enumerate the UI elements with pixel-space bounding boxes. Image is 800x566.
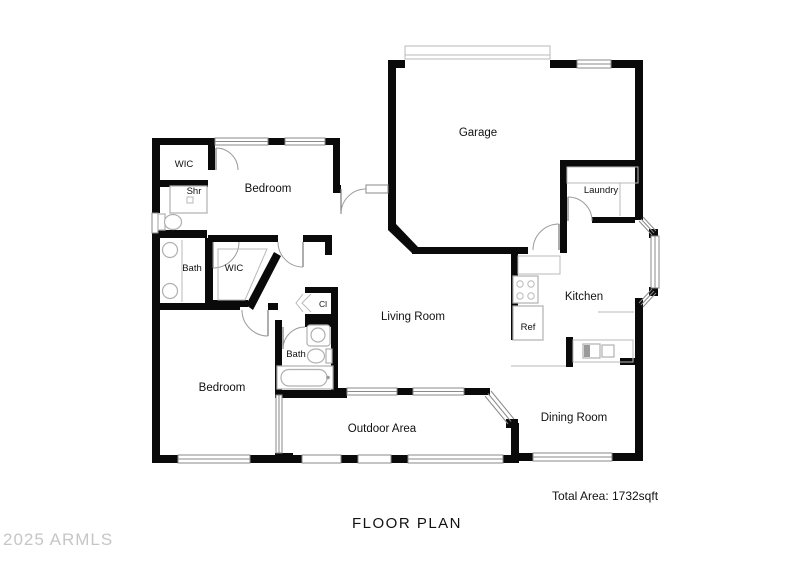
room-label-garage: Garage: [459, 127, 497, 139]
room-label-bath-main: Bath: [182, 263, 202, 274]
walls: [152, 60, 658, 463]
bath-hall-door: [282, 326, 306, 350]
bedroom-top-door: [277, 241, 304, 268]
entry-door: [340, 188, 367, 215]
room-label-kitchen: Kitchen: [565, 291, 603, 303]
total-area-text: Total Area: 1732sqft: [552, 489, 659, 503]
windows: [151, 59, 660, 464]
room-label-dining-room: Dining Room: [541, 412, 607, 424]
room-label-laundry: Laundry: [584, 185, 619, 196]
garage-door-panel: [404, 45, 551, 60]
room-label-living-room: Living Room: [381, 311, 445, 323]
wic-top-door: [215, 147, 239, 171]
bay-window-lower: [638, 288, 657, 308]
room-label-bedroom-top: Bedroom: [245, 183, 292, 195]
refrigerator-fixture: [512, 305, 544, 341]
shower-fixture: [169, 185, 208, 214]
doors: [212, 147, 593, 350]
window: [365, 184, 389, 194]
wic-shelving: [217, 248, 268, 301]
window: [357, 454, 392, 464]
bath-main-door: [212, 241, 240, 269]
toilet-fixture: [157, 213, 183, 231]
room-label-wic-main: WIC: [225, 263, 244, 274]
room-label-refrigerator: Ref: [521, 322, 536, 333]
garage-angled-corner: [388, 224, 418, 253]
toilet2-fixture: [306, 348, 333, 364]
bay-window-upper: [638, 216, 657, 236]
kitchen-sink-fixture: [572, 339, 634, 363]
laundry-door: [567, 196, 593, 222]
wic-angled-wall: [246, 252, 281, 310]
room-label-shower: Shr: [187, 186, 202, 197]
stove-fixture: [512, 275, 539, 304]
bathtub-fixture: [276, 365, 334, 390]
page-title: FLOOR PLAN: [352, 515, 462, 532]
fixtures: [157, 45, 639, 390]
sink-fixture: [306, 324, 331, 347]
room-label-bedroom-bottom: Bedroom: [199, 382, 246, 394]
room-label-bath-hall: Bath: [286, 349, 306, 360]
room-labels: Garage Laundry Kitchen Living Room Dinin…: [175, 127, 619, 435]
window: [151, 212, 159, 234]
window: [301, 454, 342, 464]
washer-dryer-fixture: [566, 166, 639, 216]
room-label-outdoor-area: Outdoor Area: [348, 423, 417, 435]
closet-bifold-door: [295, 293, 312, 313]
double-vanity-sink-fixture: [161, 240, 183, 302]
angled-window-dining: [484, 390, 515, 425]
watermark-text: 2025 ARMLS: [3, 530, 113, 549]
garage-kitchen-door: [532, 223, 560, 251]
room-label-wic-top: WIC: [175, 159, 194, 170]
bedroom-bottom-door: [241, 309, 269, 337]
room-label-closet: Cl: [319, 299, 327, 309]
kitchen-counter: [511, 255, 634, 367]
